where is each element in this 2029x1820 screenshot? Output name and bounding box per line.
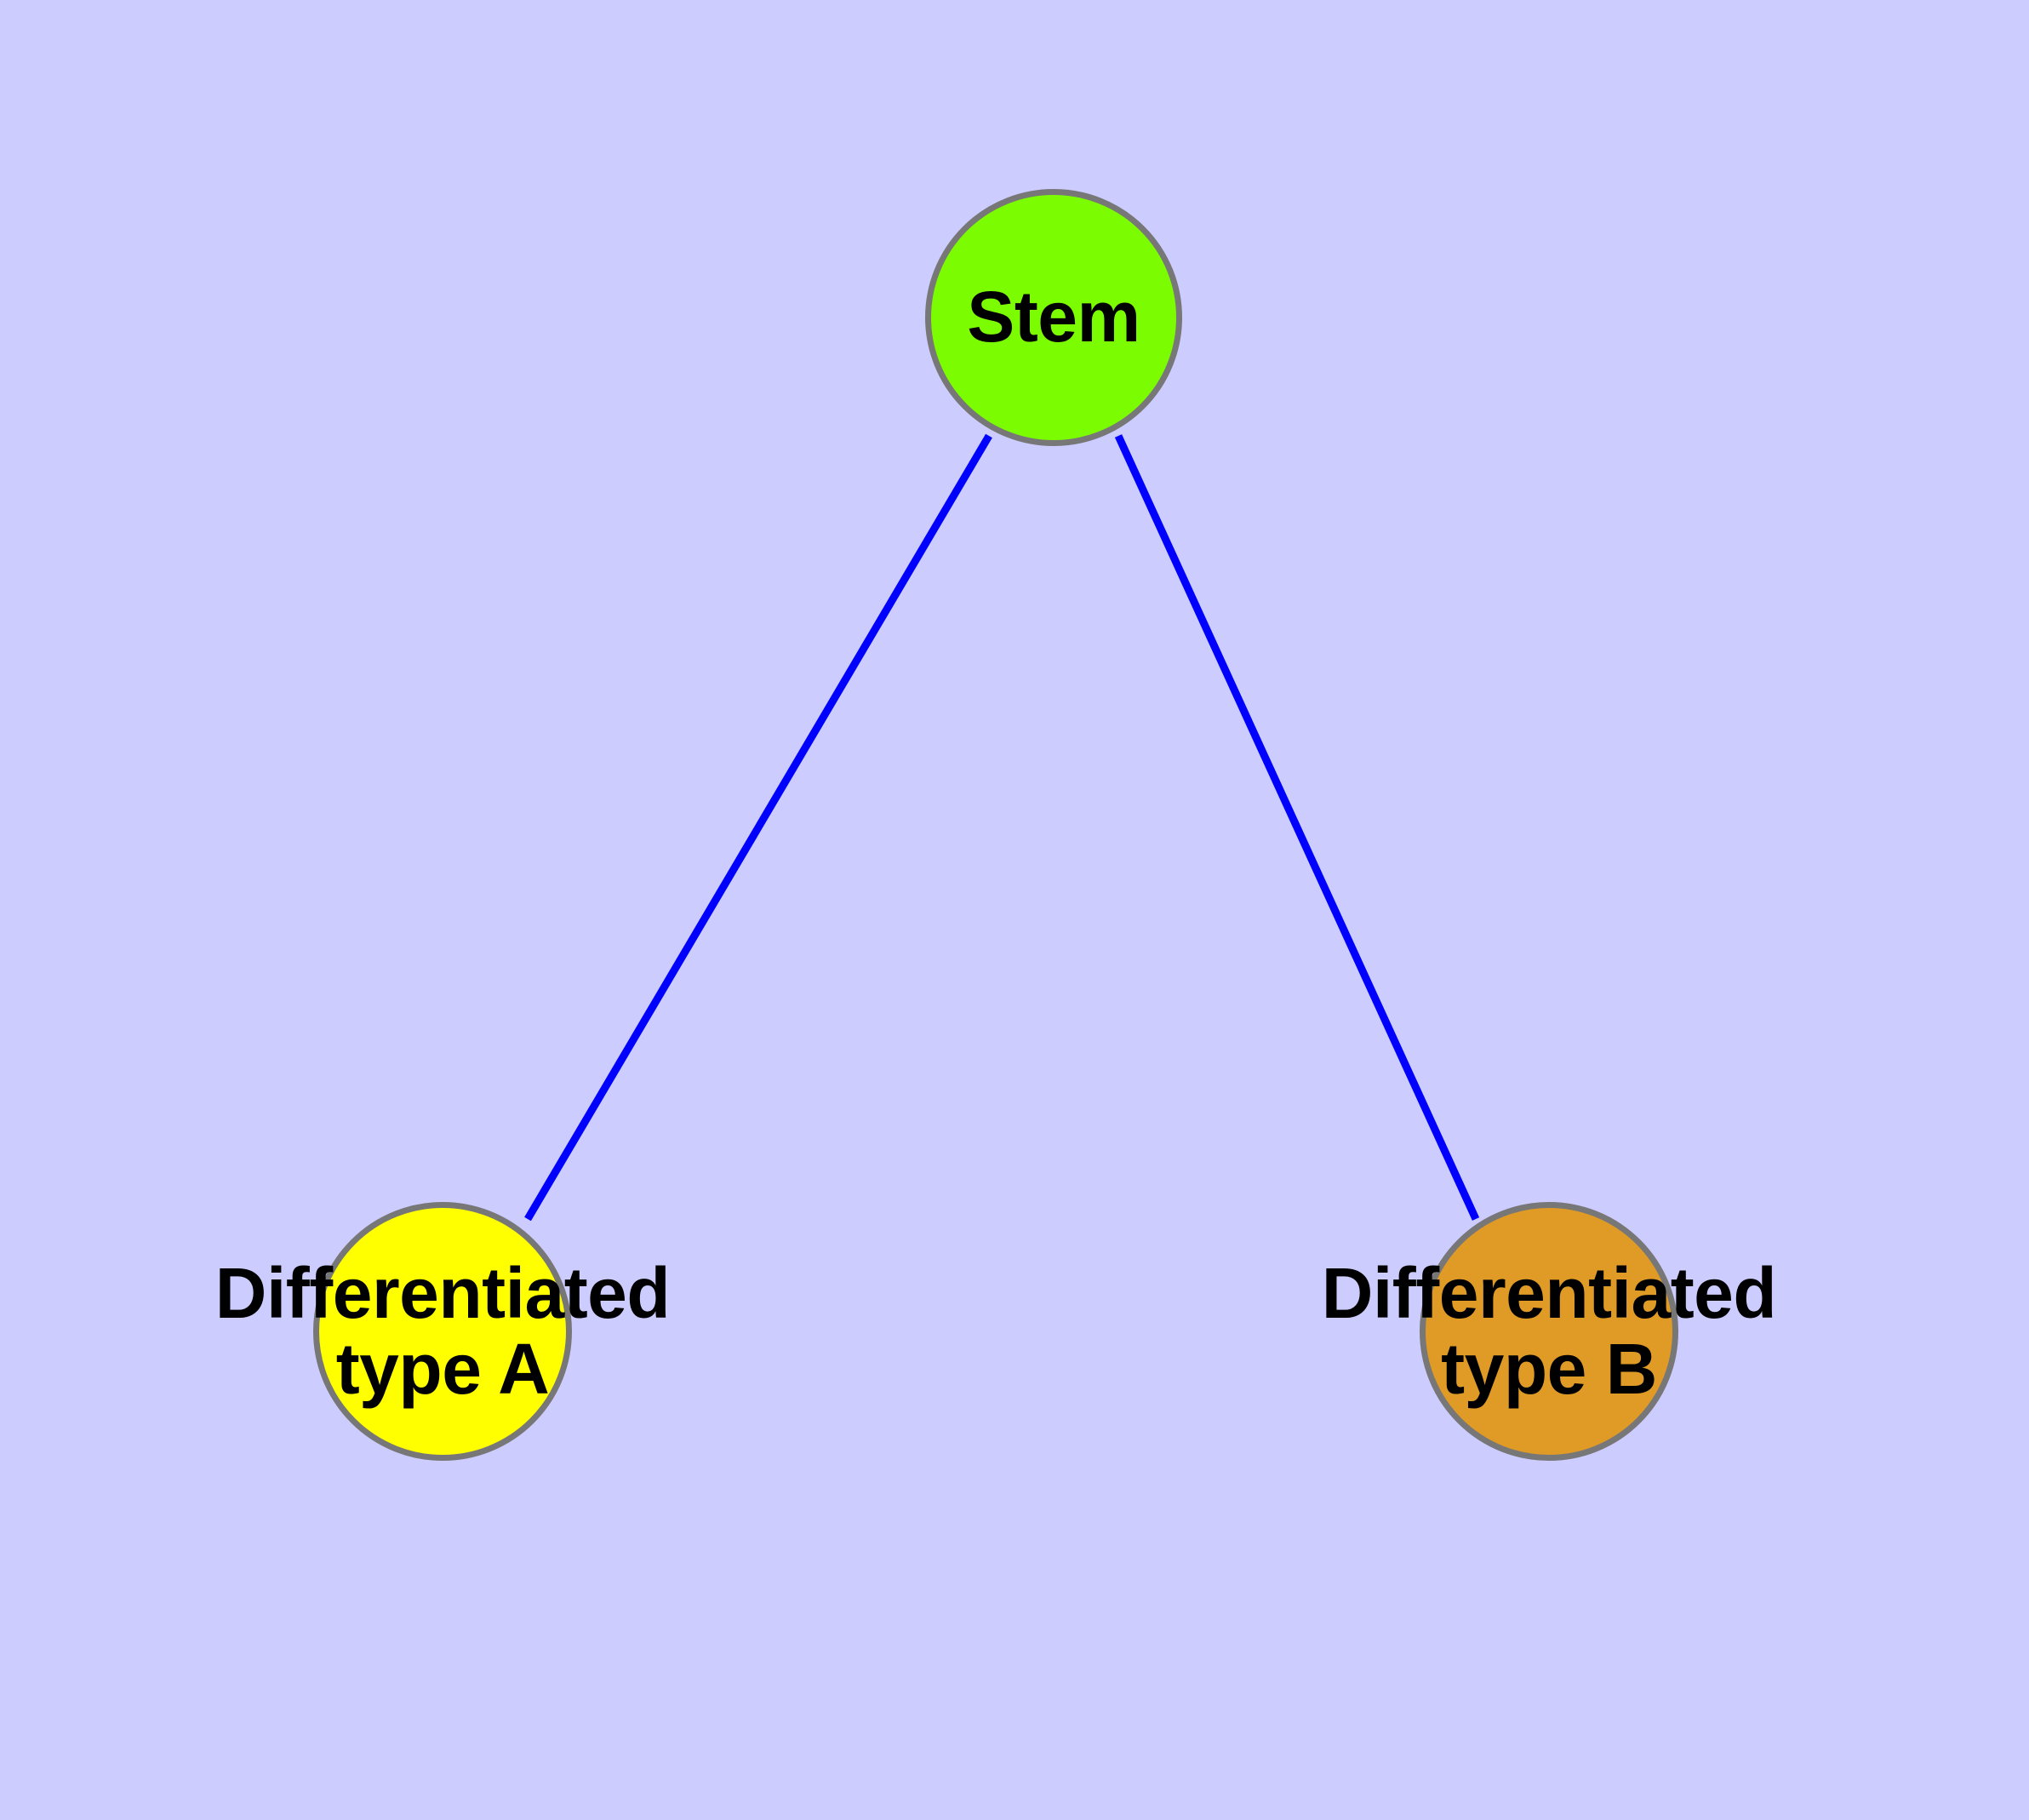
node-differentiated-type-b-circle (1420, 1202, 1678, 1461)
node-differentiated-type-a[interactable]: Differentiated type A (215, 1202, 671, 1461)
edge-stem-to-differentiated-type-b[interactable] (1114, 434, 1480, 1221)
node-differentiated-type-a-circle (313, 1202, 572, 1461)
node-stem[interactable]: Stem (925, 189, 1182, 446)
node-differentiated-type-b[interactable]: Differentiated type B (1322, 1202, 1777, 1461)
edge-stem-to-differentiated-type-a[interactable] (524, 433, 992, 1222)
node-stem-circle (925, 189, 1182, 446)
